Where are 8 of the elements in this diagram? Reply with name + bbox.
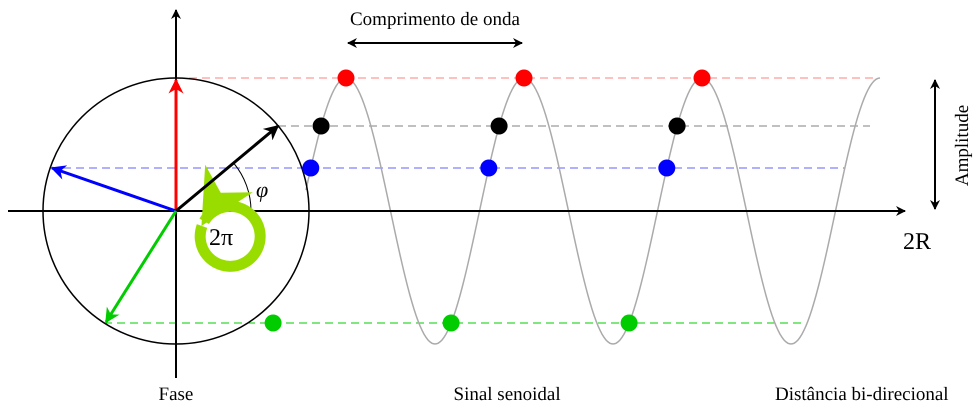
dimension-label: Amplitude xyxy=(952,104,972,186)
caption-label: Distância bi-direcional xyxy=(775,384,949,404)
axis-label: Fase xyxy=(158,384,194,404)
angle-label: 2π xyxy=(209,226,234,250)
axis-label: 2R xyxy=(903,230,932,254)
angle-label: φ xyxy=(256,179,268,201)
caption-label: Sinal senoidal xyxy=(454,384,561,404)
dimension-label: Comprimento de onda xyxy=(350,10,520,28)
